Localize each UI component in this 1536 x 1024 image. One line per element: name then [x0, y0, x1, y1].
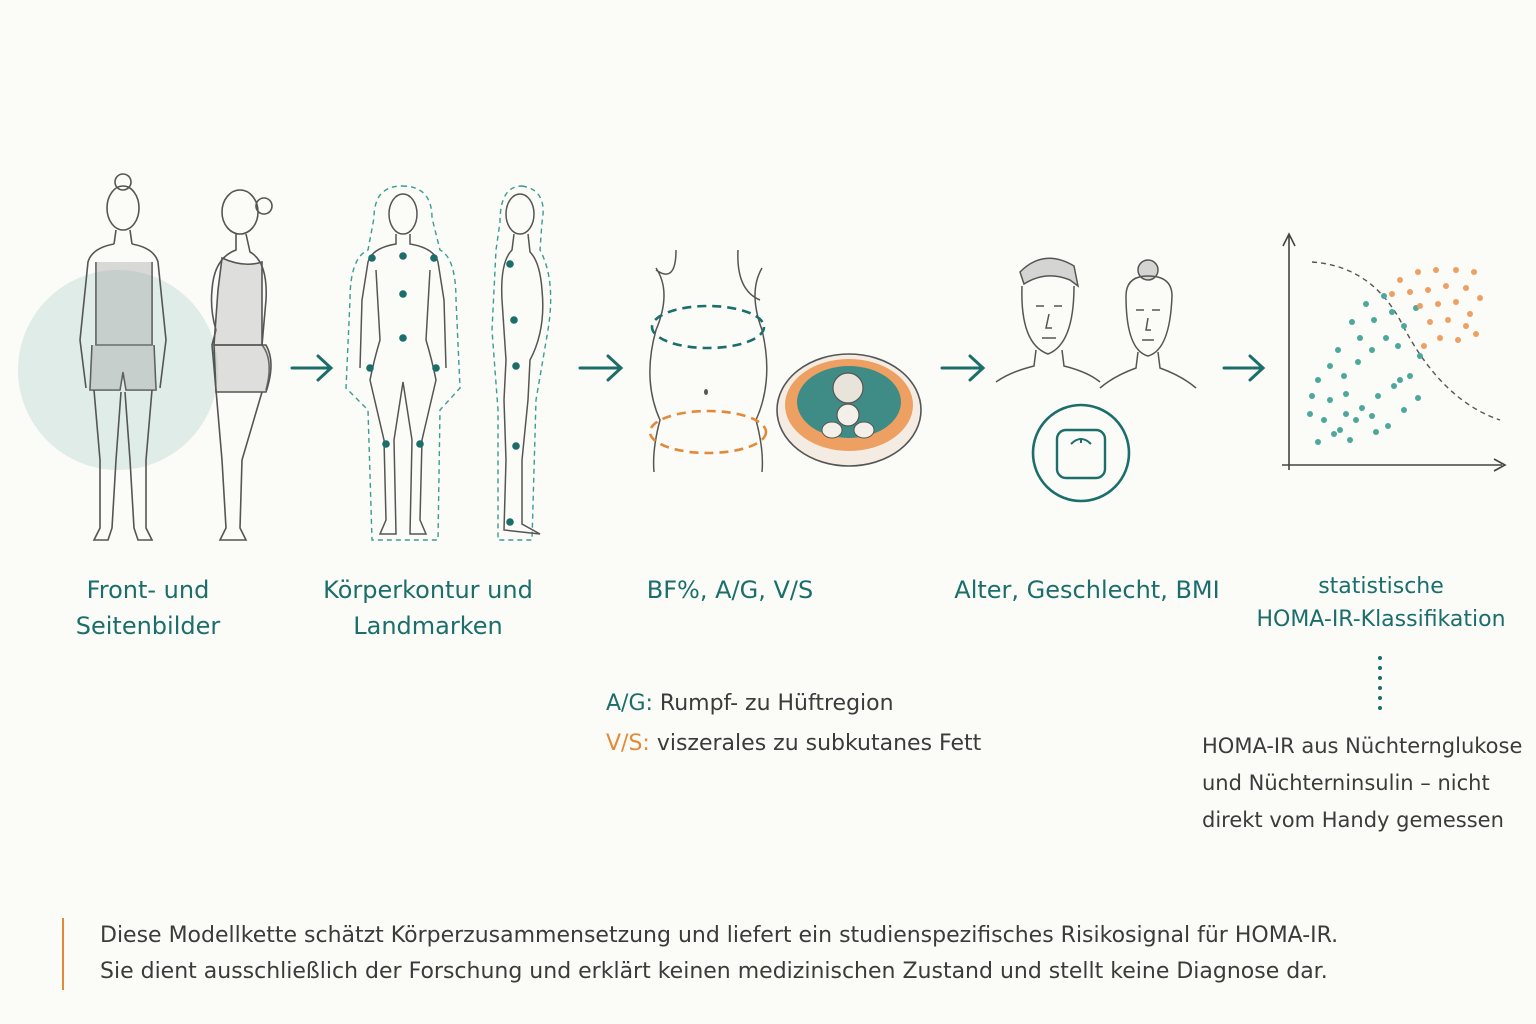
scatter-dot [1359, 405, 1365, 411]
scatter-dot [1307, 411, 1313, 417]
male-face-icon [995, 257, 1101, 383]
outline-body-icon [345, 185, 461, 541]
scatter-plot-icon [1282, 232, 1507, 472]
scatter-dot [1341, 373, 1347, 379]
scatter-dot [1435, 301, 1441, 307]
legend-vs: V/S: viszerales zu subkutanes Fett [606, 724, 981, 764]
scatter-dot [1415, 395, 1421, 401]
scatter-dot [1427, 319, 1433, 325]
scatter-dot [1391, 383, 1397, 389]
arrow-right-icon [1222, 354, 1266, 382]
scatter-dot [1463, 285, 1469, 291]
scatter-dot [1385, 423, 1391, 429]
torso-icon [648, 249, 768, 473]
scatter-dot [1383, 335, 1389, 341]
scatter-dot [1337, 427, 1343, 433]
outline-body-icon [491, 185, 552, 541]
scatter-dot [1381, 293, 1387, 299]
arrow-right-icon [578, 354, 624, 382]
scatter-dot [1467, 311, 1473, 317]
scatter-dot [1477, 295, 1483, 301]
scatter-dot [1397, 377, 1403, 383]
legend-ag-text: Rumpf- zu Hüftregion [652, 691, 894, 716]
legend-ag: A/G: Rumpf- zu Hüftregion [606, 684, 894, 724]
scatter-dot [1315, 439, 1321, 445]
scatter-dot [1433, 267, 1439, 273]
scatter-dot [1349, 319, 1355, 325]
scatter-dot [1363, 301, 1369, 307]
side-body-icon [210, 189, 273, 541]
scatter-dot [1455, 337, 1461, 343]
scatter-dot [1321, 417, 1327, 423]
scatter-dot [1375, 393, 1381, 399]
scatter-dot [1473, 331, 1479, 337]
legend-ag-key: A/G: [606, 691, 653, 716]
scatter-dot [1389, 309, 1395, 315]
scatter-dot [1331, 431, 1337, 437]
scatter-dot [1471, 269, 1477, 275]
disclaimer-line-1: Diese Modellkette schätzt Körperzusammen… [100, 923, 1339, 948]
arrow-right-icon [940, 354, 986, 382]
scatter-dot [1373, 429, 1379, 435]
scatter-dot [1417, 303, 1423, 309]
scatter-dot [1353, 417, 1359, 423]
scatter-dot [1417, 353, 1423, 359]
scatter-dot [1395, 343, 1401, 349]
scatter-dot [1453, 299, 1459, 305]
ct-slice-icon [776, 353, 922, 467]
scatter-dot [1401, 407, 1407, 413]
scatter-dot [1343, 411, 1349, 417]
scatter-dot [1437, 335, 1443, 341]
step-label-demographics: Alter, Geschlecht, BMI [954, 576, 1220, 604]
scatter-dot [1425, 287, 1431, 293]
scatter-dot [1389, 291, 1395, 297]
scatter-dot [1407, 373, 1413, 379]
scatter-dot [1343, 391, 1349, 397]
step-label-composition: BF%, A/G, V/S [646, 576, 814, 604]
scatter-dot [1397, 277, 1403, 283]
legend-vs-key: V/S: [606, 731, 650, 756]
legend-vs-text: viszerales zu subkutanes Fett [649, 731, 982, 756]
scatter-dot [1415, 269, 1421, 275]
scatter-dot [1327, 397, 1333, 403]
scatter-dot [1421, 343, 1427, 349]
scatter-dot [1347, 437, 1353, 443]
scatter-dot [1371, 317, 1377, 323]
scatter-dot [1443, 283, 1449, 289]
disclaimer-line-2: Sie dient ausschließlich der Forschung u… [100, 959, 1328, 984]
scatter-dot [1401, 323, 1407, 329]
arrow-right-icon [290, 354, 334, 382]
disclaimer-footer: Diese Modellkette schätzt Körperzusammen… [62, 918, 1500, 990]
scatter-dot [1445, 317, 1451, 323]
scatter-dot [1463, 323, 1469, 329]
scatter-dot [1357, 335, 1363, 341]
scatter-dot [1309, 393, 1315, 399]
scatter-dot [1315, 377, 1321, 383]
female-face-icon [1099, 259, 1197, 389]
scatter-dot [1355, 359, 1361, 365]
front-body-icon [18, 173, 218, 541]
homa-note: HOMA-IR aus Nüchternglukose und Nüchtern… [1202, 734, 1523, 832]
scale-icon [1031, 403, 1131, 503]
scatter-dot [1327, 363, 1333, 369]
scatter-dot [1407, 289, 1413, 295]
scatter-dot [1453, 267, 1459, 273]
scatter-dot [1335, 347, 1341, 353]
scatter-dot [1369, 347, 1375, 353]
scatter-dot [1369, 413, 1375, 419]
